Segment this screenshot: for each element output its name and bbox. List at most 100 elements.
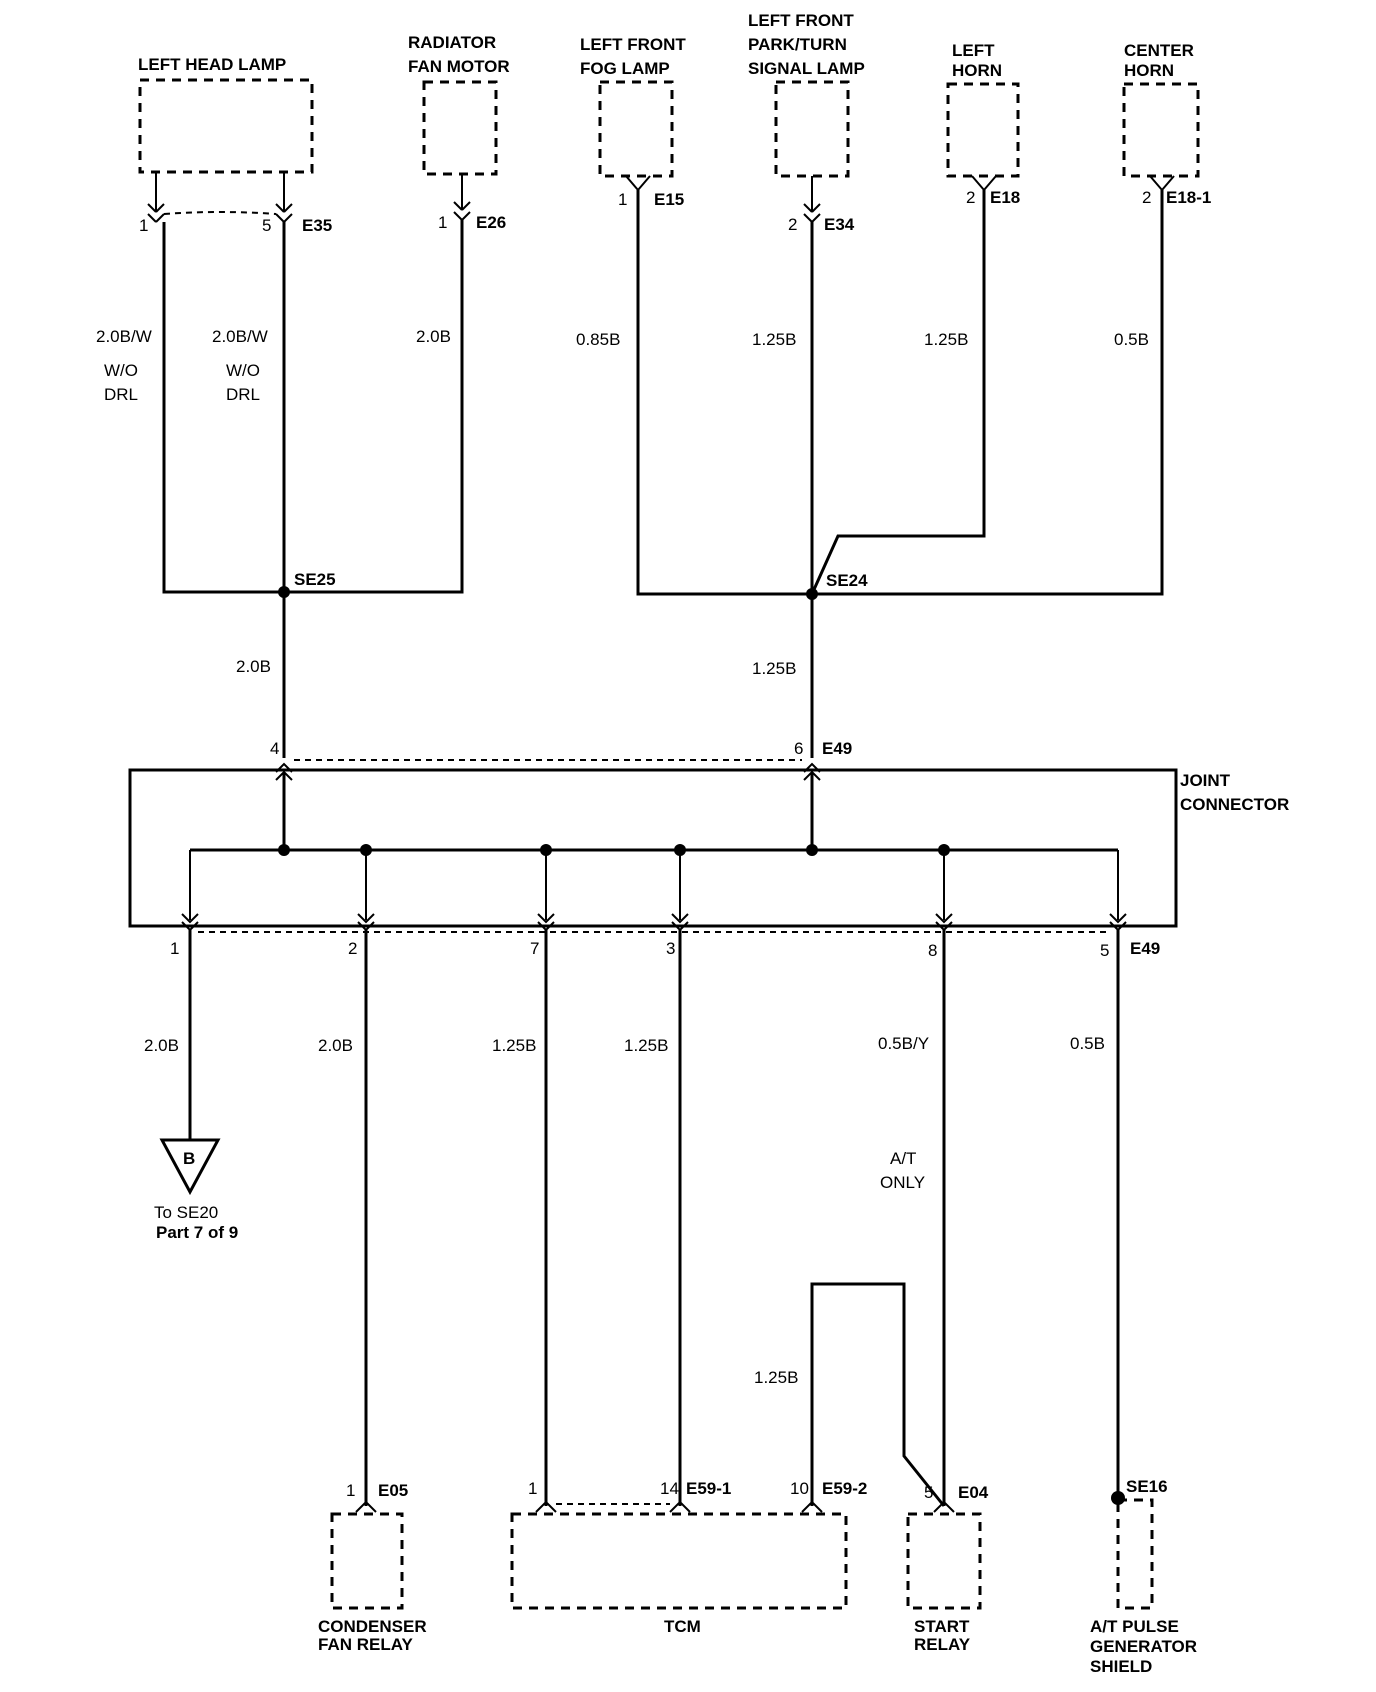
joint-connector-frame [128, 768, 1178, 928]
left-horn-label-1: LEFT [952, 41, 995, 60]
park-turn-label-1: LEFT FRONT [748, 11, 854, 30]
e15-symbol [625, 175, 651, 192]
jc-node-6 [938, 844, 950, 856]
bottom-components: 1 E05 CONDENSER FAN RELAY 1 14 E59-1 10 … [318, 1477, 1197, 1676]
e49-pin4: 4 [270, 739, 279, 758]
center-horn-label-1: CENTER [1124, 41, 1194, 60]
wire-label-w7: 0.5B [1114, 330, 1149, 349]
left-head-lamp-box [138, 78, 314, 174]
wo-drl-1-line1: W/O [104, 361, 138, 380]
radiator-fan-motor-label-1: RADIATOR [408, 33, 496, 52]
e26-symbol [453, 174, 471, 221]
e04-pin: 5 [924, 1483, 933, 1502]
e15-pin: 1 [618, 190, 627, 209]
e59-1-label: E59-1 [686, 1479, 731, 1498]
e49-pin7: 7 [530, 939, 539, 958]
e59-1-pin-b: 14 [660, 1479, 679, 1498]
condenser-fan-relay-box [330, 1512, 404, 1610]
center-horn: CENTER HORN [1122, 41, 1200, 178]
ground-ref-line1: To SE20 [154, 1203, 218, 1222]
e34-symbol [803, 176, 821, 223]
e49-bottom-label: E49 [1130, 939, 1160, 958]
wire-label-b5: 0.5B [1070, 1034, 1105, 1053]
condenser-label-2: FAN RELAY [318, 1635, 413, 1654]
e05-symbol [355, 1500, 377, 1513]
wire-label-b3: 1.25B [624, 1036, 668, 1055]
wire-label-se25-out: 2.0B [236, 657, 271, 676]
jc-node-3 [540, 844, 552, 856]
wire-label-b8: 0.5B/Y [878, 1034, 929, 1053]
center-horn-label-2: HORN [1124, 61, 1174, 80]
splice-se25 [278, 586, 290, 598]
shield-label-2: GENERATOR [1090, 1637, 1197, 1656]
tcm-box [510, 1512, 848, 1610]
left-head-lamp: LEFT HEAD LAMP [138, 55, 314, 174]
wire-label-b2: 2.0B [318, 1036, 353, 1055]
e35-link [163, 211, 277, 215]
shield-label-3: SHIELD [1090, 1657, 1152, 1676]
wire-se24-loop [636, 190, 1164, 596]
e59-2-pin: 10 [790, 1479, 809, 1498]
wire-left-horn [810, 190, 986, 595]
e49-pin1: 1 [170, 939, 179, 958]
e05-label: E05 [378, 1481, 408, 1500]
start-relay-label-1: START [914, 1617, 970, 1636]
e05-pin: 1 [346, 1481, 355, 1500]
center-horn-box [1122, 82, 1200, 178]
e34-label: E34 [824, 215, 855, 234]
condenser-label-1: CONDENSER [318, 1617, 427, 1636]
top-connectors: 1 5 E35 1 E26 1 E15 2 E34 2 E18 2 E18-1 [139, 172, 1211, 235]
e35-pin1-symbol [147, 172, 165, 223]
left-front-park-turn-lamp: LEFT FRONT PARK/TURN SIGNAL LAMP [748, 11, 865, 178]
wo-drl-1-line2: DRL [104, 385, 138, 404]
wire-label-w5: 1.25B [752, 330, 796, 349]
e15-label: E15 [654, 190, 684, 209]
wire-se25-loop [162, 220, 464, 594]
ground-reference: B To SE20 Part 7 of 9 [154, 1138, 238, 1242]
se25-label: SE25 [294, 570, 336, 589]
e59-2-label: E59-2 [822, 1479, 867, 1498]
fog-lamp-label-1: LEFT FRONT [580, 35, 686, 54]
wire-label-w4: 0.85B [576, 330, 620, 349]
jc-node-2 [360, 844, 372, 856]
at-only-line1: A/T [890, 1149, 916, 1168]
wire-label-se24-out: 1.25B [752, 659, 796, 678]
wire-tcm-start-loop [810, 1282, 946, 1507]
joint-connector-label-2: CONNECTOR [1180, 795, 1289, 814]
e26-label: E26 [476, 213, 506, 232]
radiator-fan-motor: RADIATOR FAN MOTOR [408, 33, 510, 176]
top-wires: SE25 SE24 2.0B/W 2.0B/W 2.0B 0.85B 1.25B… [96, 190, 1164, 758]
e35-pin5-symbol [275, 172, 293, 223]
left-head-lamp-label: LEFT HEAD LAMP [138, 55, 286, 74]
tcm-label: TCM [664, 1617, 701, 1636]
left-front-fog-lamp: LEFT FRONT FOG LAMP [580, 35, 686, 178]
ground-triangle [159, 1138, 221, 1196]
left-horn: LEFT HORN [946, 41, 1020, 178]
e35-pin-a: 1 [139, 216, 148, 235]
wire-label-w2: 2.0B/W [212, 327, 268, 346]
splice-se24 [806, 588, 818, 600]
e49-pin6: 6 [794, 739, 803, 758]
e59-1-pin1-symbol [535, 1500, 557, 1513]
start-relay-label-2: RELAY [914, 1635, 971, 1654]
se24-label: SE24 [826, 571, 868, 590]
shield-label-1: A/T PULSE [1090, 1617, 1179, 1636]
e18-1-label: E18-1 [1166, 188, 1211, 207]
radiator-fan-motor-box [422, 80, 498, 176]
radiator-fan-motor-label-2: FAN MOTOR [408, 57, 510, 76]
fog-lamp-box [598, 80, 674, 178]
e34-pin: 2 [788, 215, 797, 234]
e59-1-pin14-symbol [669, 1500, 691, 1513]
e49-pin3: 3 [666, 939, 675, 958]
wire-label-w6: 1.25B [924, 330, 968, 349]
e59-2-symbol [801, 1500, 823, 1513]
wire-label-tcm-loop: 1.25B [754, 1368, 798, 1387]
wire-label-b7: 1.25B [492, 1036, 536, 1055]
jc-node-1 [278, 844, 290, 856]
e18-label: E18 [990, 188, 1020, 207]
jc-node-5 [806, 844, 818, 856]
fog-lamp-label-2: FOG LAMP [580, 59, 670, 78]
left-horn-label-2: HORN [952, 61, 1002, 80]
jc-node-4 [674, 844, 686, 856]
joint-connector: 4 6 E49 JOINT CONNECTOR [128, 739, 1289, 960]
